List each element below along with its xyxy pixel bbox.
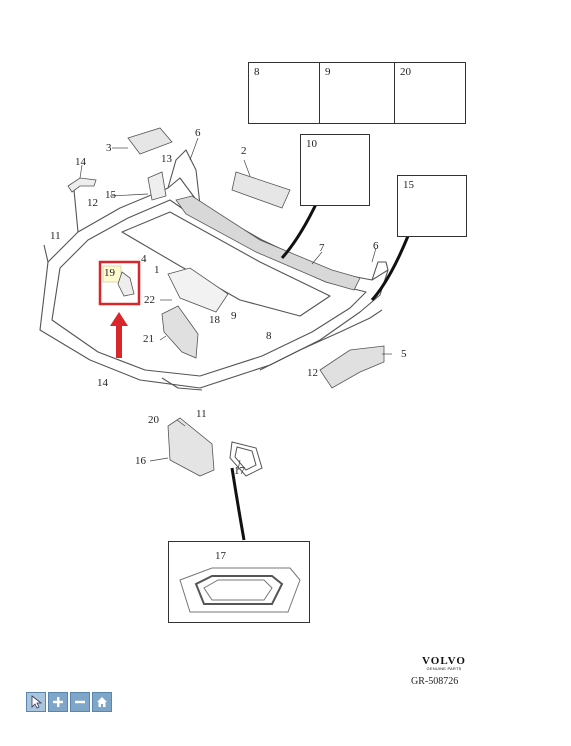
zoom-toolbar xyxy=(26,692,112,712)
detail-label-17: 17 xyxy=(215,550,226,562)
zoom-out-button[interactable] xyxy=(70,692,90,712)
callout-6-top: 6 xyxy=(195,127,201,139)
callout-17: 17 xyxy=(234,465,245,477)
callout-21: 21 xyxy=(143,333,154,345)
zoom-out-icon xyxy=(75,700,85,704)
detail-17-drawing xyxy=(179,567,301,613)
zoom-in-icon xyxy=(53,697,63,707)
part-3 xyxy=(127,127,173,155)
connector-lines xyxy=(230,199,410,541)
part-13 xyxy=(147,171,167,201)
callout-13: 13 xyxy=(161,153,172,165)
callout-6-right: 6 xyxy=(373,240,379,252)
part-21 xyxy=(161,305,199,359)
part-14 xyxy=(67,177,97,193)
brand-tagline: GENUINE PARTS xyxy=(426,666,462,671)
highlight-box-19 xyxy=(98,260,141,306)
callout-14-top: 14 xyxy=(75,156,86,168)
callout-12-left: 12 xyxy=(87,197,98,209)
reference-code: GR-508726 xyxy=(411,676,459,687)
callout-22: 22 xyxy=(144,294,155,306)
detail-label-9: 9 xyxy=(325,66,331,78)
detail-label-8: 8 xyxy=(254,66,260,78)
hood-outline xyxy=(39,149,389,391)
cursor-icon xyxy=(31,695,42,709)
part-2 xyxy=(231,171,291,209)
detail-label-15: 15 xyxy=(403,179,414,191)
leader-lines xyxy=(79,137,392,471)
part-17 xyxy=(229,441,263,477)
detail-box-9: 9 xyxy=(319,62,395,124)
detail-box-15: 15 xyxy=(397,175,467,237)
part-19 xyxy=(117,271,135,297)
detail-box-20: 20 xyxy=(394,62,466,124)
highlight-label-19: 19 xyxy=(104,267,115,279)
callout-3: 3 xyxy=(106,142,112,154)
callout-8: 8 xyxy=(266,330,272,342)
callout-16: 16 xyxy=(135,455,146,467)
callout-15: 15 xyxy=(105,189,116,201)
callout-20: 20 xyxy=(148,414,159,426)
cursor-button[interactable] xyxy=(26,692,46,712)
highlight-arrow xyxy=(110,312,128,358)
brand-logo: VOLVO GENUINE PARTS xyxy=(418,655,470,671)
detail-box-17: 17 xyxy=(168,541,310,623)
callout-18: 18 xyxy=(209,314,220,326)
callout-2: 2 xyxy=(241,145,247,157)
part-5 xyxy=(319,345,385,389)
callout-11-bottom: 11 xyxy=(196,408,207,420)
callout-12-right: 12 xyxy=(307,367,318,379)
home-icon xyxy=(97,697,107,707)
callout-5: 5 xyxy=(401,348,407,360)
callout-11-left: 11 xyxy=(50,230,61,242)
callout-14-bottom: 14 xyxy=(97,377,108,389)
callout-4: 4 xyxy=(141,253,147,265)
brand-name: VOLVO xyxy=(422,655,466,667)
callout-1: 1 xyxy=(154,264,160,276)
callout-7: 7 xyxy=(319,242,325,254)
seal-strip xyxy=(175,195,361,291)
part-16 xyxy=(167,417,215,477)
zoom-in-button[interactable] xyxy=(48,692,68,712)
detail-label-10: 10 xyxy=(306,138,317,150)
home-button[interactable] xyxy=(92,692,112,712)
detail-label-20: 20 xyxy=(400,66,411,78)
detail-box-10: 10 xyxy=(300,134,370,206)
callout-9: 9 xyxy=(231,310,237,322)
detail-box-8: 8 xyxy=(248,62,320,124)
part-18 xyxy=(167,267,229,313)
